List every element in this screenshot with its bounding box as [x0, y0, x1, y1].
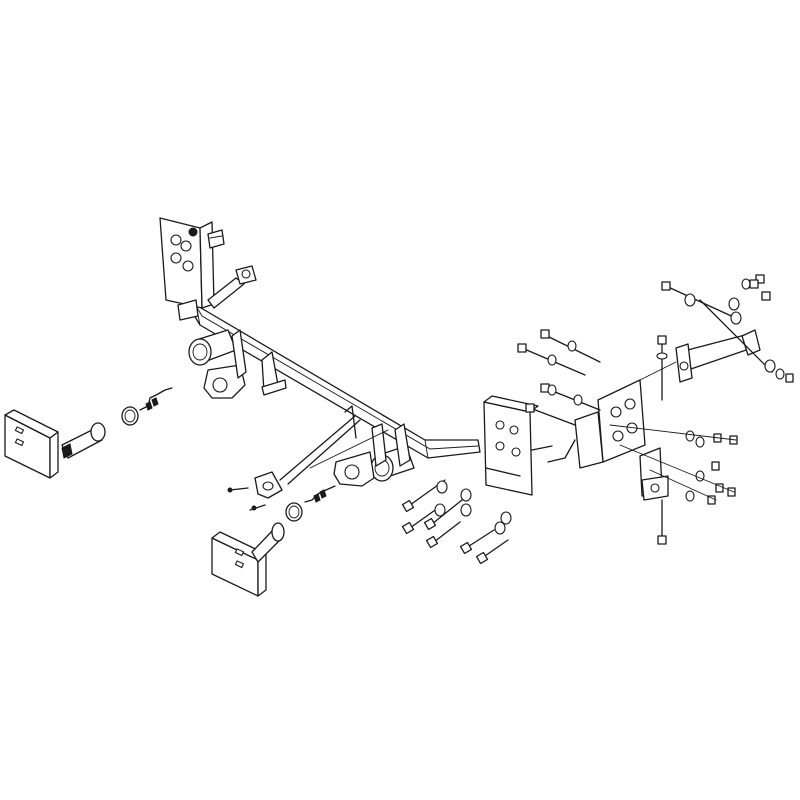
hex-bolts: [401, 274, 773, 565]
clevis-rings: [121, 406, 303, 522]
nuts: [609, 279, 794, 505]
pins: [227, 471, 283, 511]
main-crossbar: [175, 267, 481, 487]
lock-washers: [547, 278, 785, 502]
left-tab-plate: [4, 409, 106, 479]
flat-washers: [434, 293, 776, 535]
safety-cable-rod: [279, 405, 389, 485]
receiver-tube: [547, 379, 669, 501]
left-side-bracket: [159, 217, 257, 321]
diagonal-brace: [639, 329, 761, 383]
right-tab-plate: [211, 522, 285, 597]
spring-clips: [139, 387, 336, 503]
right-side-bracket: [483, 395, 553, 496]
